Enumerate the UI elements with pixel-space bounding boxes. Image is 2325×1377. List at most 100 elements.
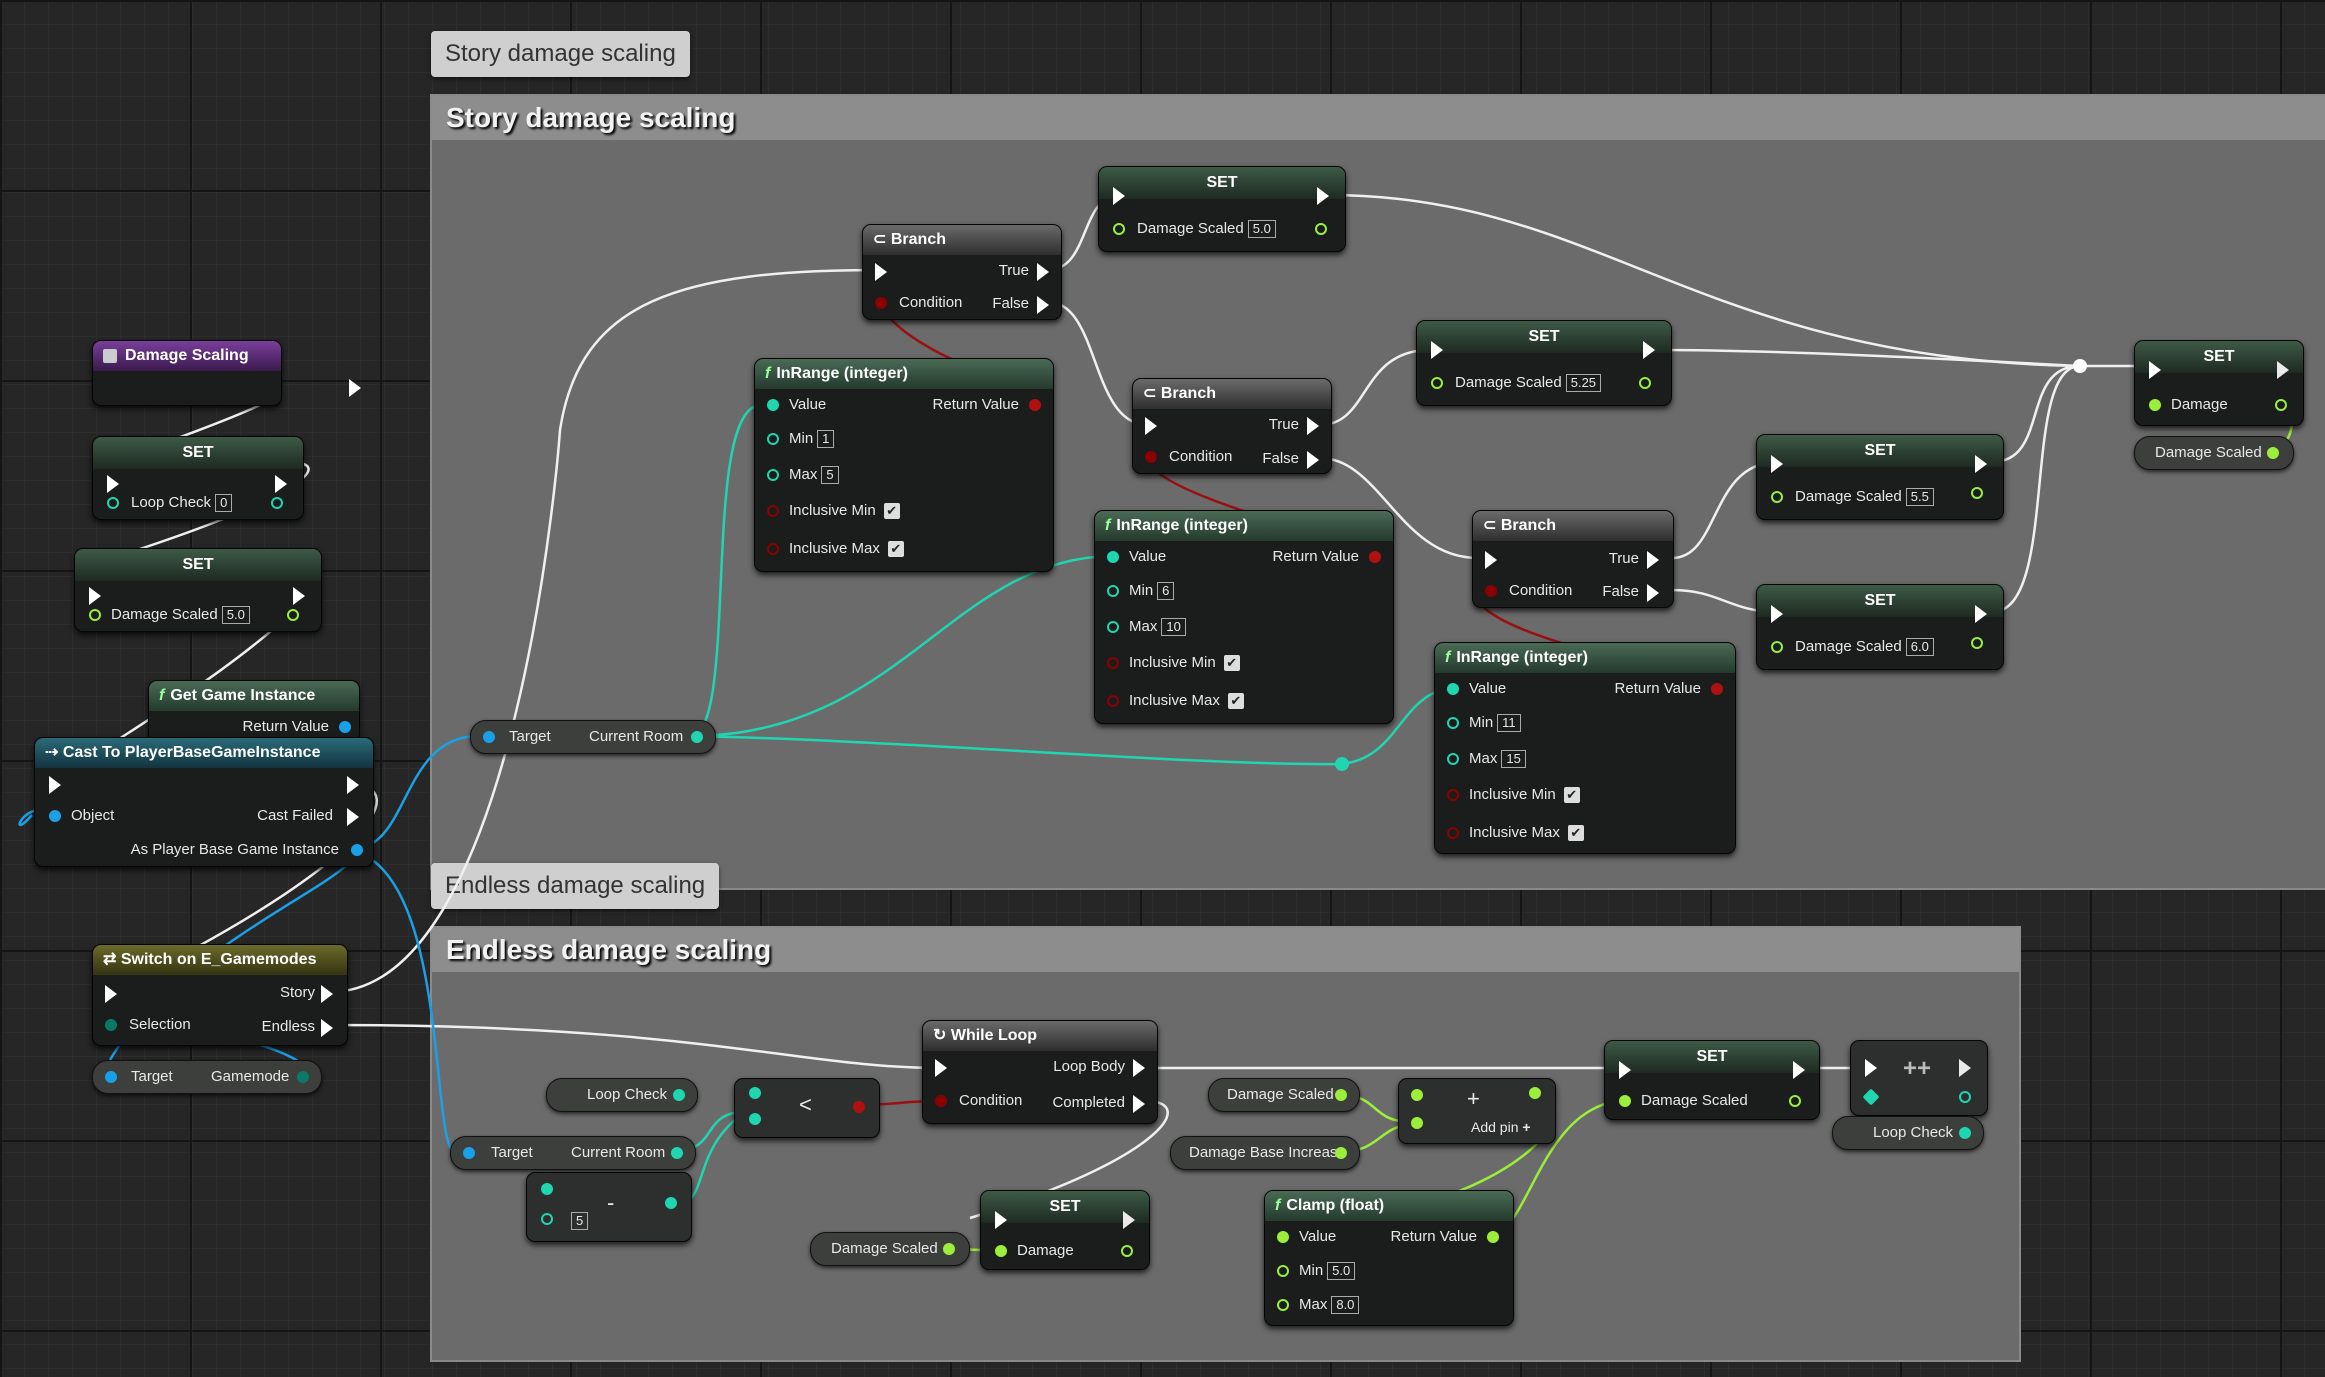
- float-out-pin[interactable]: [1335, 1147, 1347, 1159]
- endless-exec-out[interactable]: [321, 1019, 333, 1037]
- current-room-getter[interactable]: Target Current Room: [470, 720, 716, 754]
- object-in-pin[interactable]: [105, 1071, 117, 1083]
- exec-out[interactable]: [1975, 605, 1987, 623]
- float-out-pin[interactable]: [1971, 487, 1983, 499]
- exec-in[interactable]: [105, 985, 117, 1003]
- checkbox-icon[interactable]: ✔: [883, 503, 900, 520]
- exec-in[interactable]: [1113, 187, 1125, 205]
- gamemode-getter[interactable]: Target Gamemode: [92, 1060, 322, 1094]
- loop-check-getter-2[interactable]: Loop Check: [1832, 1116, 1984, 1150]
- float-out-pin[interactable]: [2267, 447, 2279, 459]
- loop-check-getter[interactable]: Loop Check: [546, 1078, 698, 1112]
- loop-body-exec-out[interactable]: [1133, 1059, 1145, 1077]
- damage-scaled-getter-endless-1[interactable]: Damage Scaled: [1208, 1078, 1360, 1112]
- int-in-pin[interactable]: [1862, 1088, 1880, 1106]
- float-out-pin[interactable]: [2275, 399, 2287, 411]
- int-in-pin[interactable]: [1107, 585, 1119, 597]
- checkbox-icon[interactable]: ✔: [1563, 787, 1580, 804]
- set-damage-endless-node[interactable]: SET Damage: [980, 1190, 1150, 1270]
- bool-out-pin[interactable]: [1029, 399, 1041, 411]
- float-out-pin[interactable]: [1639, 377, 1651, 389]
- exec-in[interactable]: [89, 587, 101, 605]
- add-pin-button[interactable]: Add pin +: [1471, 1119, 1531, 1135]
- int-in-pin[interactable]: [1107, 621, 1119, 633]
- object-out-pin[interactable]: [351, 844, 363, 856]
- bool-in-pin[interactable]: [1145, 451, 1157, 463]
- set-damage-node[interactable]: SET Damage: [2134, 340, 2304, 426]
- float-in-pin[interactable]: [1431, 377, 1443, 389]
- exec-out[interactable]: [347, 776, 359, 794]
- float-in-pin[interactable]: [1771, 491, 1783, 503]
- add-node[interactable]: + Add pin +: [1398, 1078, 1556, 1144]
- branch-1-node[interactable]: ⊂ Branch True Condition False: [862, 224, 1062, 320]
- exec-in[interactable]: [1619, 1061, 1631, 1079]
- bool-out-pin[interactable]: [853, 1101, 865, 1113]
- int-out-pin[interactable]: [1959, 1091, 1971, 1103]
- int-in-pin[interactable]: [767, 399, 779, 411]
- branch-3-node[interactable]: ⊂ Branch True Condition False: [1472, 510, 1674, 608]
- exec-out[interactable]: [1317, 187, 1329, 205]
- checkbox-icon[interactable]: ✔: [1567, 825, 1584, 842]
- cast-failed-exec[interactable]: [347, 808, 359, 826]
- int-in-pin[interactable]: [1447, 717, 1459, 729]
- int-in-pin[interactable]: [749, 1113, 761, 1125]
- exec-in[interactable]: [995, 1211, 1007, 1229]
- object-in-pin[interactable]: [49, 810, 61, 822]
- enum-out-pin[interactable]: [297, 1071, 309, 1083]
- int-out-pin[interactable]: [691, 731, 703, 743]
- true-exec-out[interactable]: [1307, 417, 1319, 435]
- float-out-pin[interactable]: [1529, 1087, 1541, 1099]
- bool-in-pin[interactable]: [1107, 657, 1119, 669]
- float-in-pin[interactable]: [1771, 641, 1783, 653]
- bool-out-pin[interactable]: [1711, 683, 1723, 695]
- float-out-pin[interactable]: [1971, 637, 1983, 649]
- float-out-pin[interactable]: [1335, 1089, 1347, 1101]
- damage-base-increase-getter[interactable]: Damage Base Increase: [1170, 1136, 1360, 1170]
- int-out-pin[interactable]: [665, 1197, 677, 1209]
- exec-in[interactable]: [107, 475, 119, 493]
- float-out-pin[interactable]: [1121, 1245, 1133, 1257]
- exec-in[interactable]: [1771, 605, 1783, 623]
- false-exec-out[interactable]: [1037, 296, 1049, 314]
- int-in-pin[interactable]: [1447, 753, 1459, 765]
- exec-in[interactable]: [1431, 341, 1443, 359]
- bool-out-pin[interactable]: [1369, 551, 1381, 563]
- bool-in-pin[interactable]: [1447, 789, 1459, 801]
- less-than-node[interactable]: <: [734, 1078, 880, 1138]
- checkbox-icon[interactable]: ✔: [1223, 655, 1240, 672]
- float-in-pin[interactable]: [1411, 1117, 1423, 1129]
- float-out-pin[interactable]: [1315, 223, 1327, 235]
- endless-comment-tab[interactable]: Endless damage scaling: [431, 863, 720, 909]
- false-exec-out[interactable]: [1647, 584, 1659, 602]
- float-out-pin[interactable]: [1789, 1095, 1801, 1107]
- exec-out[interactable]: [1793, 1061, 1805, 1079]
- object-out-pin[interactable]: [339, 721, 351, 733]
- float-pin[interactable]: [89, 609, 101, 621]
- bool-in-pin[interactable]: [875, 297, 887, 309]
- float-in-pin[interactable]: [1619, 1095, 1631, 1107]
- damage-scaling-event-node[interactable]: Damage Scaling: [92, 340, 361, 406]
- false-exec-out[interactable]: [1307, 451, 1319, 469]
- int-in-pin[interactable]: [1107, 551, 1119, 563]
- exec-in[interactable]: [2149, 361, 2161, 379]
- bool-in-pin[interactable]: [935, 1095, 947, 1107]
- story-comment-title[interactable]: Story damage scaling: [432, 96, 2325, 140]
- checkbox-icon[interactable]: ✔: [887, 541, 904, 558]
- bool-in-pin[interactable]: [767, 505, 779, 517]
- float-in-pin[interactable]: [995, 1245, 1007, 1257]
- exec-in[interactable]: [1485, 551, 1497, 569]
- int-out-pin[interactable]: [673, 1089, 685, 1101]
- endless-comment-title[interactable]: Endless damage scaling: [432, 928, 2019, 972]
- bool-in-pin[interactable]: [767, 543, 779, 555]
- float-in-pin[interactable]: [1411, 1089, 1423, 1101]
- float-in-pin[interactable]: [1277, 1299, 1289, 1311]
- float-out-pin[interactable]: [287, 609, 299, 621]
- bool-in-pin[interactable]: [1447, 827, 1459, 839]
- exec-out[interactable]: [1123, 1211, 1135, 1229]
- damage-scaled-getter[interactable]: Damage Scaled: [2134, 436, 2294, 470]
- int-out-pin[interactable]: [271, 497, 283, 509]
